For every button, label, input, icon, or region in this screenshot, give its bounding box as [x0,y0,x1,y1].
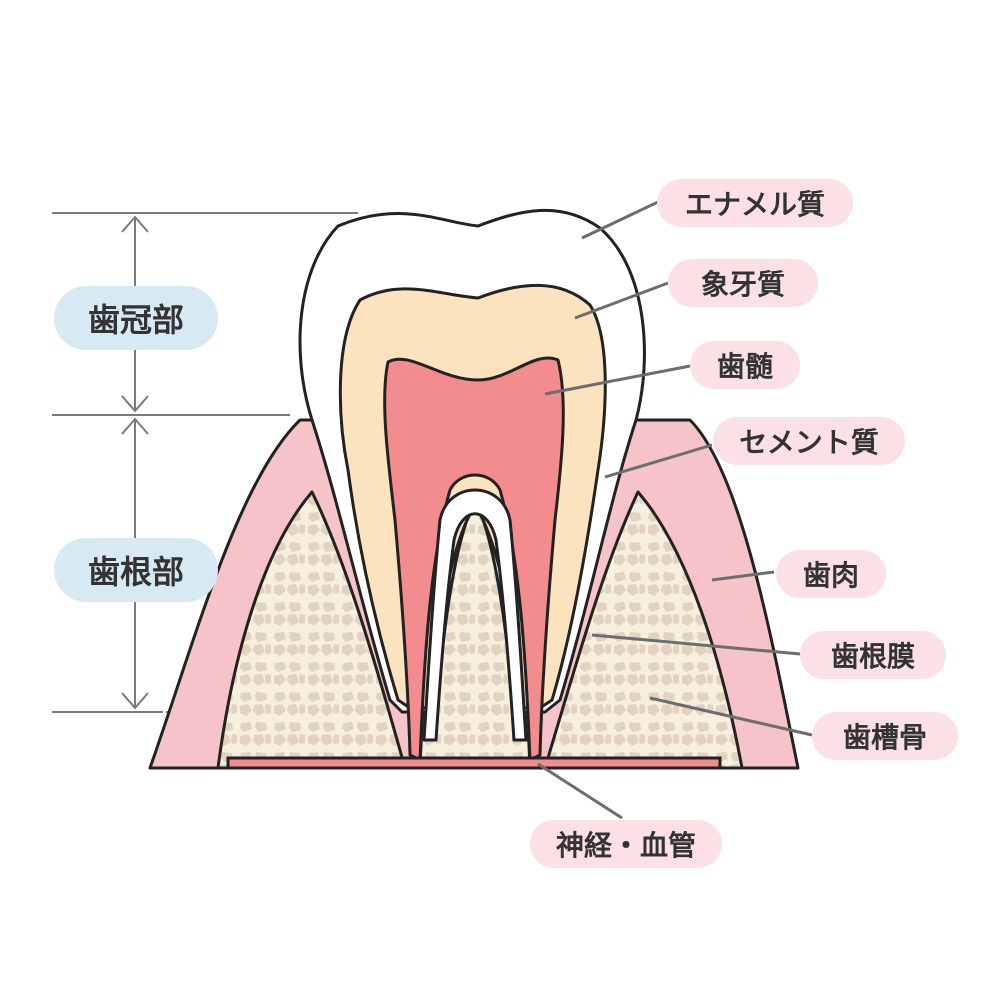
root-arrow-head-top [121,417,149,435]
gingiva-label: 歯肉 [776,550,886,598]
pulp-chamber [383,356,565,762]
nerves-vessels-label: 神経・血管 [530,820,722,868]
alveolar-bone-left [216,490,407,770]
root-section-label: 歯根部 [54,538,218,602]
dentin-leader [574,281,669,320]
cementum-label: セメント質 [713,417,905,465]
alveolar-bone-label: 歯槽骨 [812,712,958,760]
cementum-leader [604,443,713,479]
pulp-label: 歯髄 [690,341,800,389]
crown-arrow-head-bottom [121,395,149,413]
periodontal-ligament-label: 歯根膜 [800,631,946,679]
nerves-vessels-leader [537,762,623,820]
leader-lines [537,200,813,820]
enamel-label: エナメル質 [657,179,853,227]
crown-section-label: 歯冠部 [54,286,218,350]
enamel-leader [581,200,659,240]
crown-arrow-head-top [121,215,149,233]
alveolar-bone-right [543,490,744,770]
dentin-label: 象牙質 [668,259,818,307]
root-canal-inner-arch [422,488,528,742]
root-arrow-head-bottom [121,692,149,710]
gingiva-leader [711,570,775,582]
periodontal-ligament-leader [591,633,801,656]
alveolar-bone-leader [649,696,813,737]
nerve-vessel-band [226,756,722,770]
pulp-leader [544,364,691,396]
